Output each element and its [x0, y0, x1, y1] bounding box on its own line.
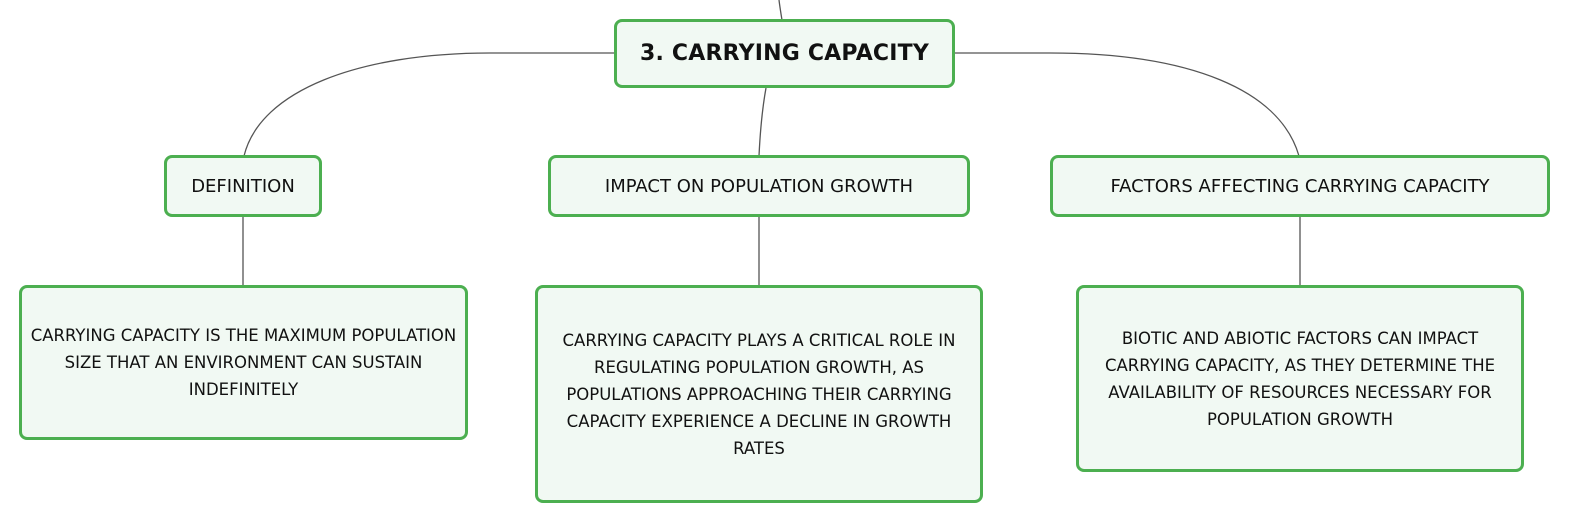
root-node[interactable]: 3. CARRYING CAPACITY [614, 19, 955, 88]
branch-heading-impact: IMPACT ON POPULATION GROWTH [604, 175, 914, 197]
connector-root-to-definition [243, 52, 616, 157]
connector-root-to-impact [758, 87, 767, 157]
branch-node-impact-on-population-growth[interactable]: IMPACT ON POPULATION GROWTH [548, 155, 970, 217]
detail-node-impact-on-population-growth[interactable]: CARRYING CAPACITY PLAYS A CRITICAL ROLE … [535, 285, 983, 503]
branch-heading-definition: DEFINITION [191, 175, 295, 197]
detail-text-impact: CARRYING CAPACITY PLAYS A CRITICAL ROLE … [562, 330, 956, 458]
branch-heading-factors: FACTORS AFFECTING CARRYING CAPACITY [1110, 175, 1490, 197]
detail-text-factors: BIOTIC AND ABIOTIC FACTORS CAN IMPACT CA… [1104, 328, 1496, 429]
detail-text-definition: CARRYING CAPACITY IS THE MAXIMUM POPULAT… [30, 326, 457, 399]
detail-node-factors-affecting-carrying-capacity[interactable]: BIOTIC AND ABIOTIC FACTORS CAN IMPACT CA… [1076, 285, 1524, 472]
detail-node-definition[interactable]: CARRYING CAPACITY IS THE MAXIMUM POPULAT… [19, 285, 468, 440]
connector-root-to-factors [954, 52, 1300, 157]
branch-node-factors-affecting-carrying-capacity[interactable]: FACTORS AFFECTING CARRYING CAPACITY [1050, 155, 1550, 217]
branch-node-definition[interactable]: DEFINITION [164, 155, 322, 217]
root-node-title: 3. CARRYING CAPACITY [640, 41, 929, 66]
connector-parent-to-root [778, 0, 783, 21]
